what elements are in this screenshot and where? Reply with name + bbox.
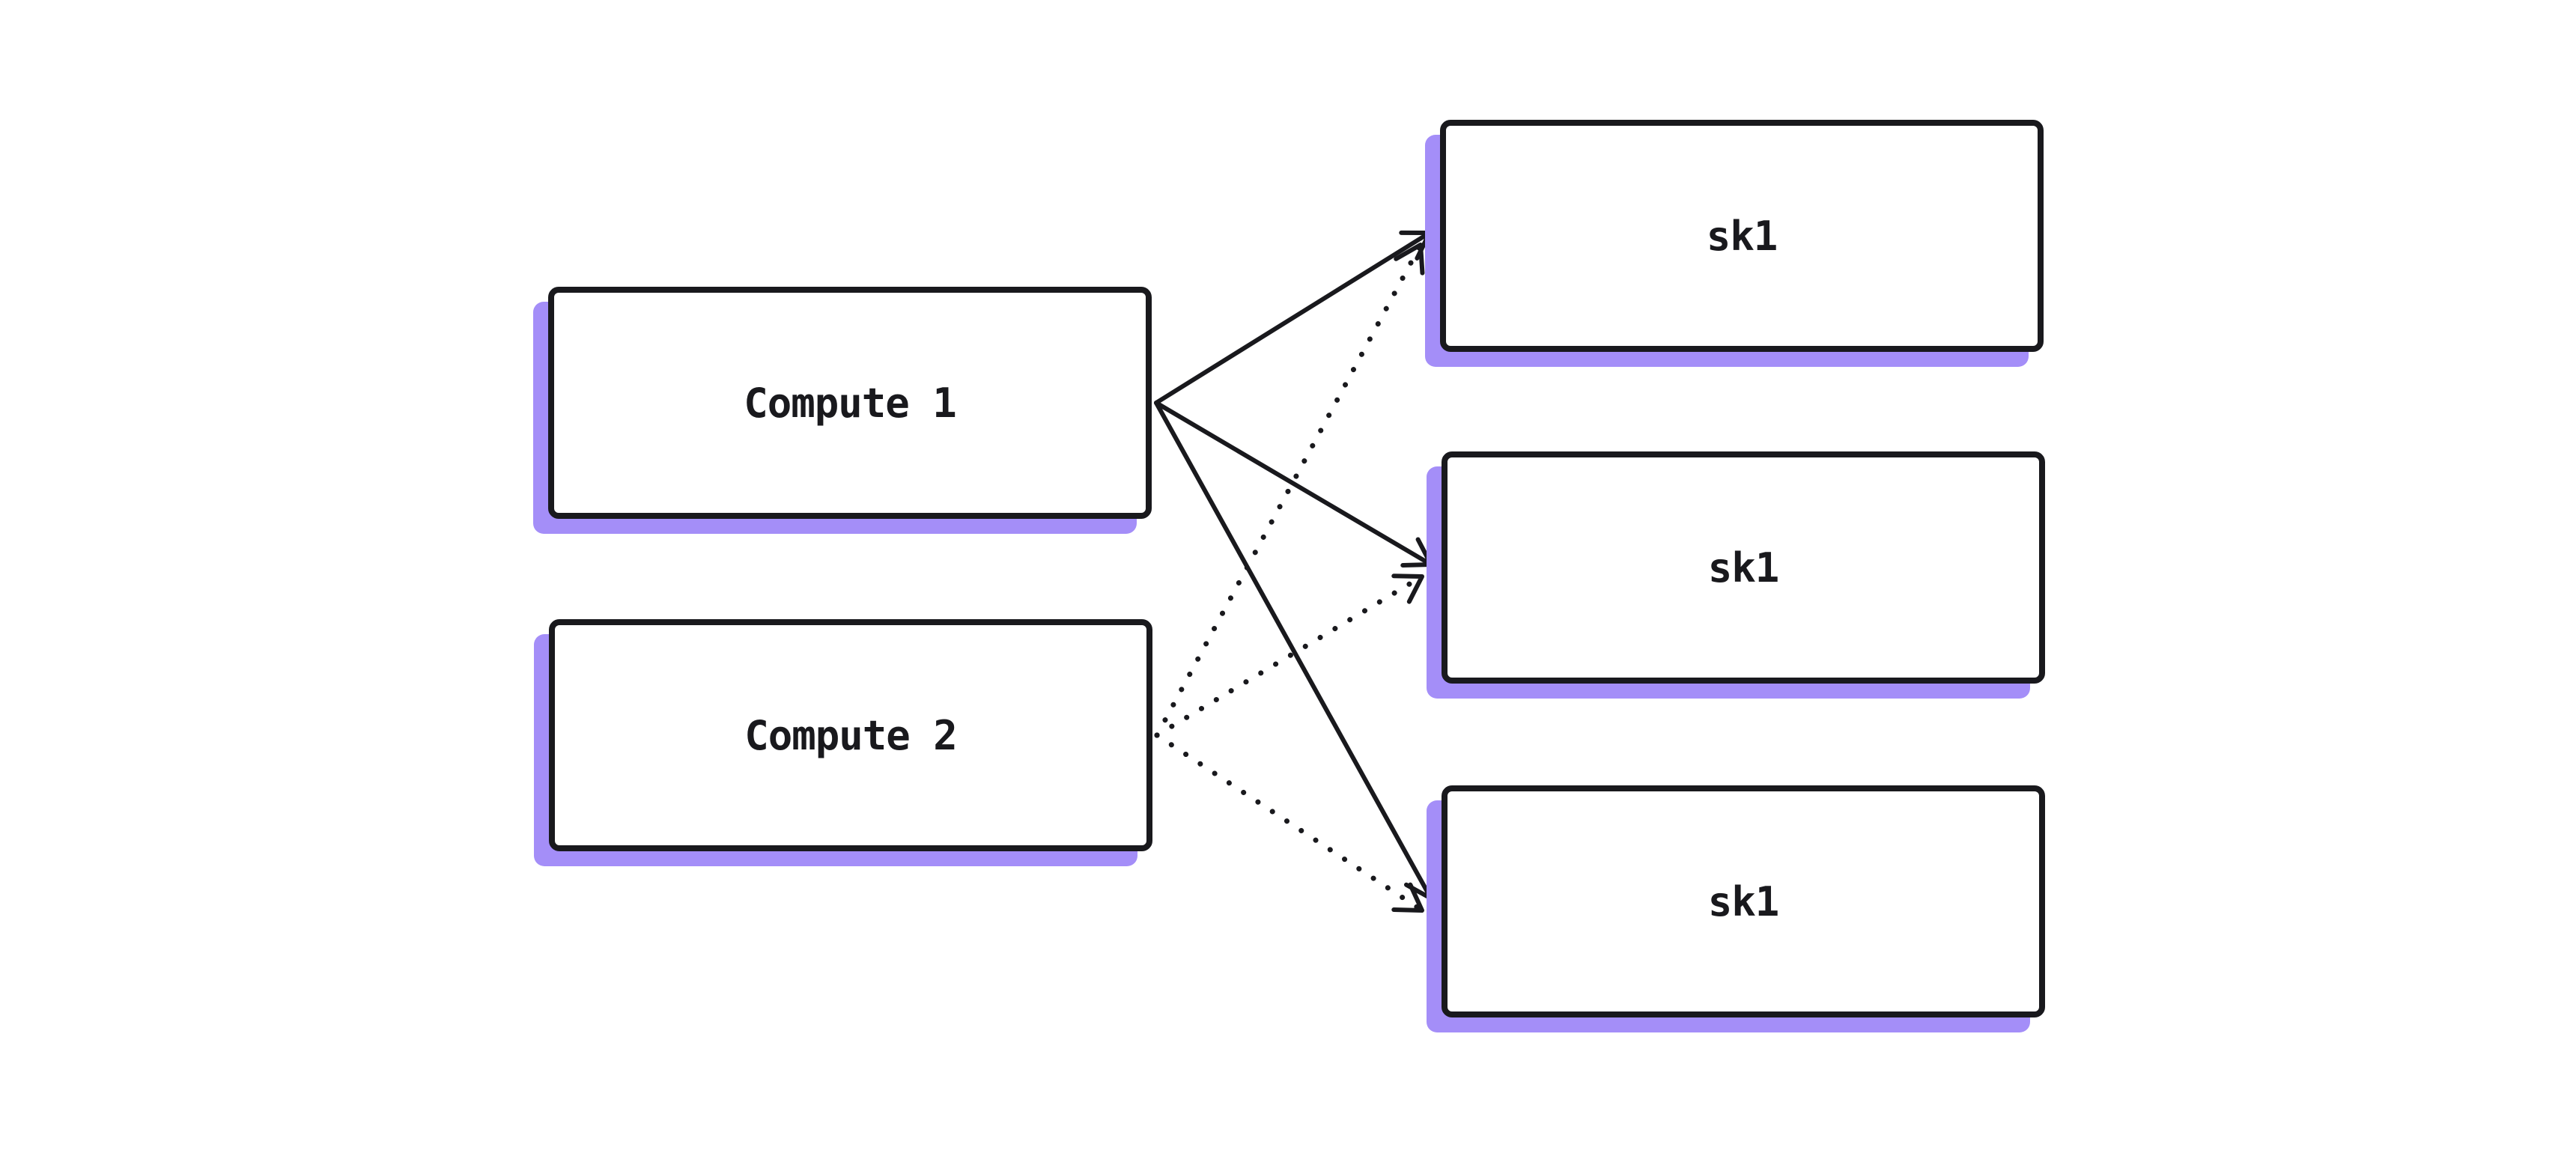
node-sk1-top-label: sk1 — [1706, 212, 1778, 260]
node-sk1-middle[interactable]: sk1 — [1442, 451, 2045, 684]
node-sk1-top[interactable]: sk1 — [1440, 120, 2044, 352]
node-sk1-bottom-label: sk1 — [1707, 877, 1780, 925]
edge-compute1-sk1a — [1154, 230, 1432, 405]
edge-compute2-sk1c — [1154, 732, 1425, 913]
edge-compute2-sk1b — [1154, 574, 1425, 738]
node-compute-2-label: Compute 2 — [744, 711, 958, 759]
node-compute-2[interactable]: Compute 2 — [549, 619, 1152, 851]
node-sk1-middle-label: sk1 — [1707, 544, 1780, 591]
node-compute-1[interactable]: Compute 1 — [548, 287, 1152, 519]
edge-compute1-sk1b — [1154, 401, 1433, 568]
edge-compute1-sk1c — [1154, 401, 1435, 901]
node-sk1-bottom[interactable]: sk1 — [1442, 785, 2045, 1017]
node-compute-1-label: Compute 1 — [744, 379, 957, 427]
edge-compute2-sk1a — [1154, 242, 1425, 738]
